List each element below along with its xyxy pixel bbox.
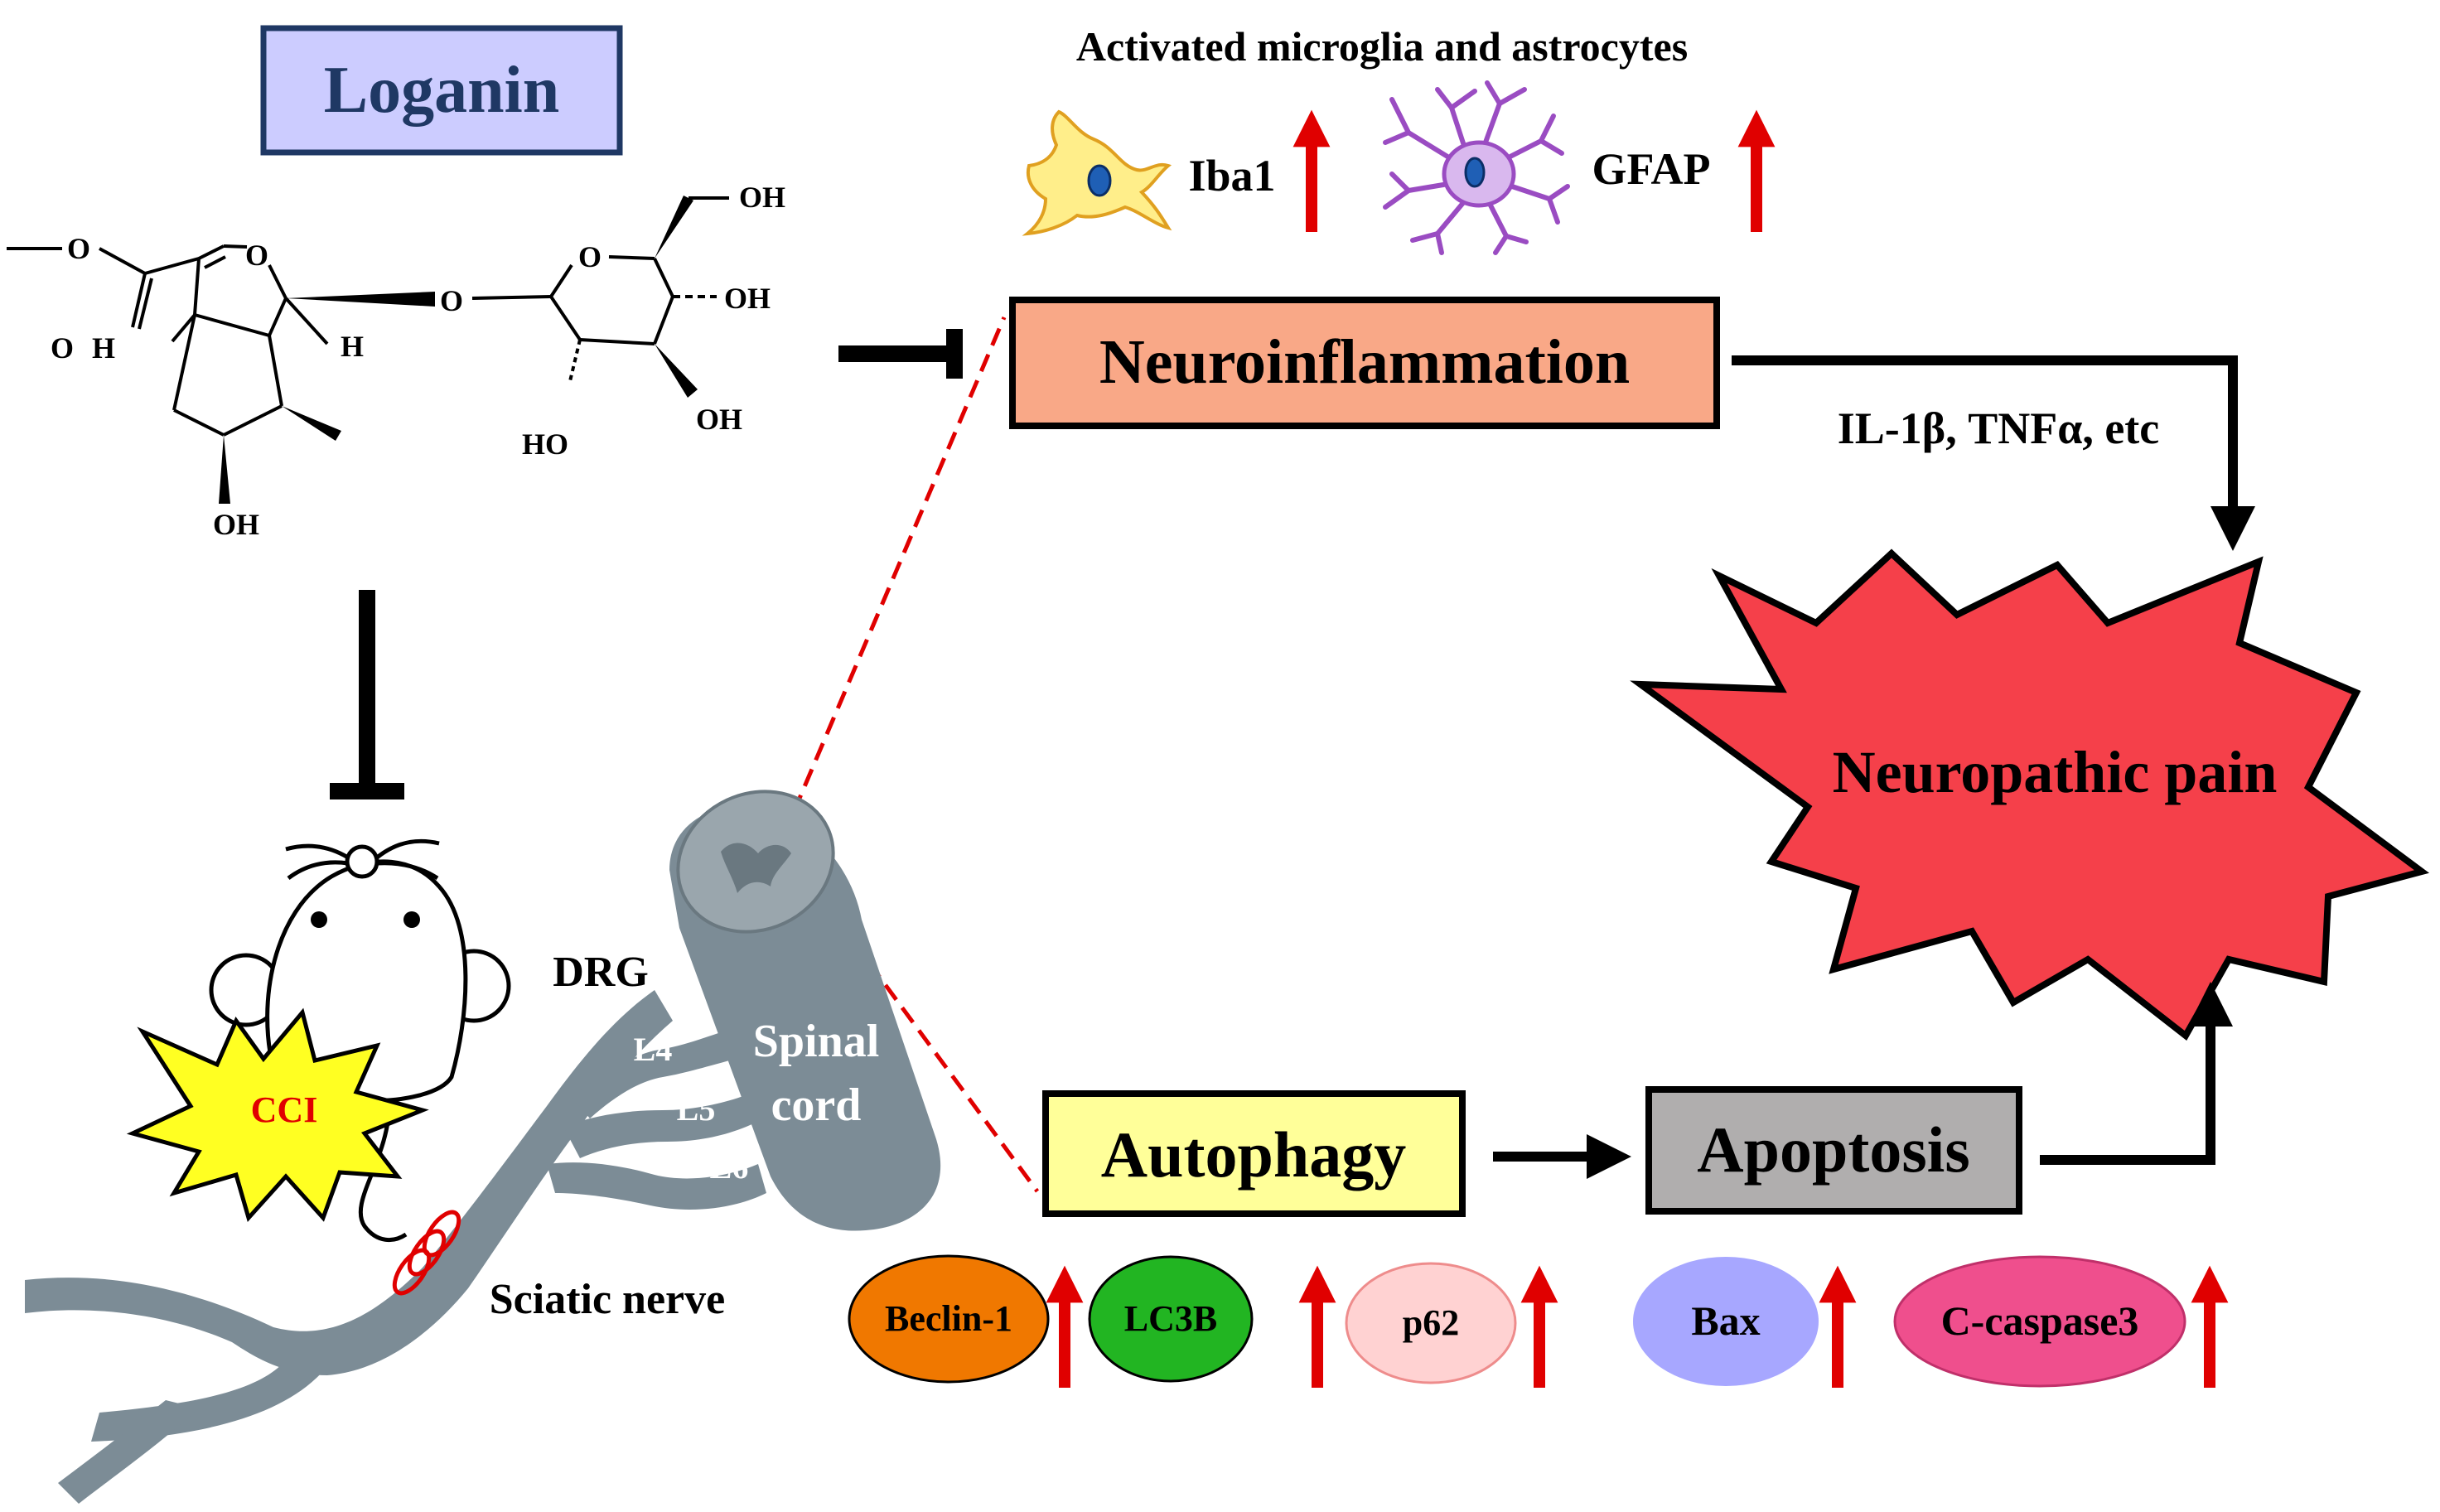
lc3b-label: LC3B xyxy=(1124,1298,1217,1339)
atom-o-carbonyl: O xyxy=(51,331,74,365)
atom-o-ring: O xyxy=(245,239,268,272)
cci-burst: CCI xyxy=(126,1007,429,1223)
loganin-label-box: Loganin xyxy=(260,25,623,156)
rat-icon xyxy=(209,838,511,1243)
atom-h-right: H xyxy=(341,330,364,363)
neuropathic-pain-burst: Neuropathic pain xyxy=(1630,548,2430,1041)
atom-oh-cyclopentane: OH xyxy=(213,508,259,541)
cci-label: CCI xyxy=(251,1089,318,1130)
neuroinflammation-label: Neuroinflammation xyxy=(1099,327,1630,397)
l6-label: L6 xyxy=(710,1148,749,1186)
glia-up-arrows xyxy=(1292,109,1776,232)
neuroinflammation-to-pain-arrow xyxy=(1732,355,2255,551)
gfap-label: GFAP xyxy=(1592,144,1711,194)
autophagy-box: Autophagy xyxy=(1042,1090,1466,1217)
l5-label: L5 xyxy=(677,1090,716,1128)
atom-oh-dashed: OH xyxy=(724,282,771,315)
c-caspase3-oval xyxy=(1893,1255,2186,1388)
sciatic-nerve-label: Sciatic nerve xyxy=(490,1276,725,1323)
marker-up-arrows xyxy=(1046,1265,2229,1388)
lc3b-oval xyxy=(1088,1255,1254,1383)
neuropathic-pain-label: Neuropathic pain xyxy=(1833,739,2278,805)
bax-oval xyxy=(1633,1257,1819,1386)
glia-title: Activated microglia and astrocytes xyxy=(1076,23,1688,70)
sciatic-nerve-anatomy xyxy=(25,790,941,1504)
loganin-title: Loganin xyxy=(324,54,560,127)
beclin1-oval xyxy=(848,1254,1050,1384)
microglia-icon xyxy=(1022,109,1172,236)
c-caspase3-label: C-caspase3 xyxy=(1941,1297,2139,1344)
loganin-structure xyxy=(7,196,729,504)
apoptosis-box: Apoptosis xyxy=(1645,1086,2022,1215)
iba1-label: Iba1 xyxy=(1188,151,1275,200)
cytokines-label: IL-1β, TNFα, etc xyxy=(1838,403,2160,453)
p62-oval xyxy=(1345,1262,1517,1384)
neuroinflammation-box: Neuroinflammation xyxy=(1009,297,1720,429)
astrocyte-icon xyxy=(1383,80,1570,255)
autophagy-label: Autophagy xyxy=(1101,1118,1406,1191)
anatomy-labels: DRG Spinal cord L4 L5 L6 Sciatic nerve xyxy=(490,949,880,1323)
atom-o-glycosidic: O xyxy=(440,284,463,317)
apoptosis-marker-row: Bax C-caspase3 xyxy=(1633,1255,2186,1388)
beclin1-label: Beclin-1 xyxy=(885,1298,1012,1339)
bax-label: Bax xyxy=(1691,1297,1760,1344)
sciatic-nerve-ligatures xyxy=(392,1210,461,1296)
atom-h-left: H xyxy=(92,331,115,365)
inhibition-arrows xyxy=(330,329,963,799)
l4-label: L4 xyxy=(634,1031,673,1068)
apoptosis-label: Apoptosis xyxy=(1697,1113,1969,1186)
atom-ho: HO xyxy=(522,428,568,461)
p62-label: p62 xyxy=(1403,1302,1459,1343)
atom-o-methoxy: O xyxy=(67,232,90,265)
atom-o-glucose-ring: O xyxy=(578,240,602,273)
autophagy-marker-row: Beclin-1 LC3B p62 xyxy=(848,1254,1517,1384)
atom-oh-ch2: OH xyxy=(739,181,785,214)
drg-label: DRG xyxy=(553,949,649,996)
spinal-label-line2: cord xyxy=(771,1080,862,1131)
spinal-label-line1: Spinal xyxy=(753,1016,880,1067)
atom-oh-wedge: OH xyxy=(696,403,742,436)
apoptosis-to-pain-arrow xyxy=(2040,982,2233,1165)
loganin-atom-labels: O O O H H OH O O OH OH OH HO xyxy=(51,181,785,541)
